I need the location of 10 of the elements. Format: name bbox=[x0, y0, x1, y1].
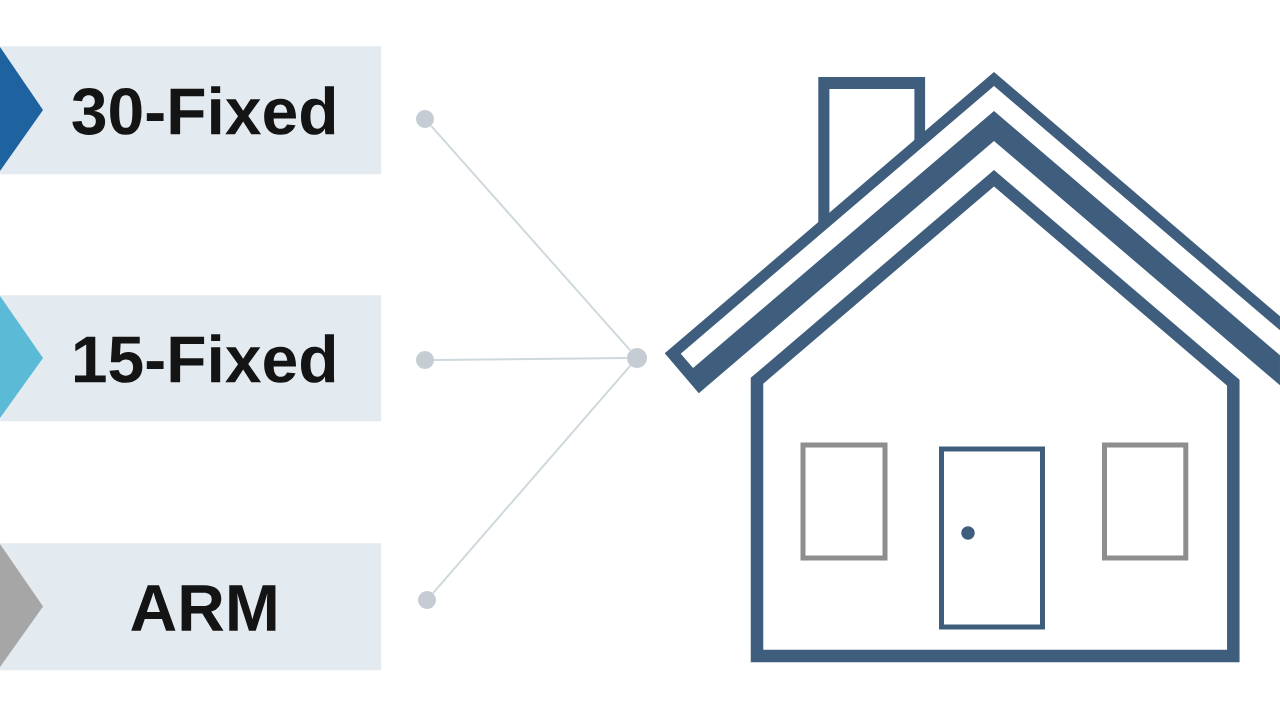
connector-line bbox=[430, 124, 632, 352]
label-band: ARM bbox=[0, 543, 382, 671]
label-band: 30-Fixed bbox=[0, 46, 382, 175]
connector-dot bbox=[416, 110, 434, 128]
label-band: 15-Fixed bbox=[0, 295, 382, 422]
connector-dot bbox=[416, 351, 434, 369]
connector-line bbox=[433, 357, 628, 361]
junction-dot bbox=[627, 348, 647, 368]
connector-dot bbox=[418, 591, 436, 609]
connector-line bbox=[432, 364, 632, 595]
